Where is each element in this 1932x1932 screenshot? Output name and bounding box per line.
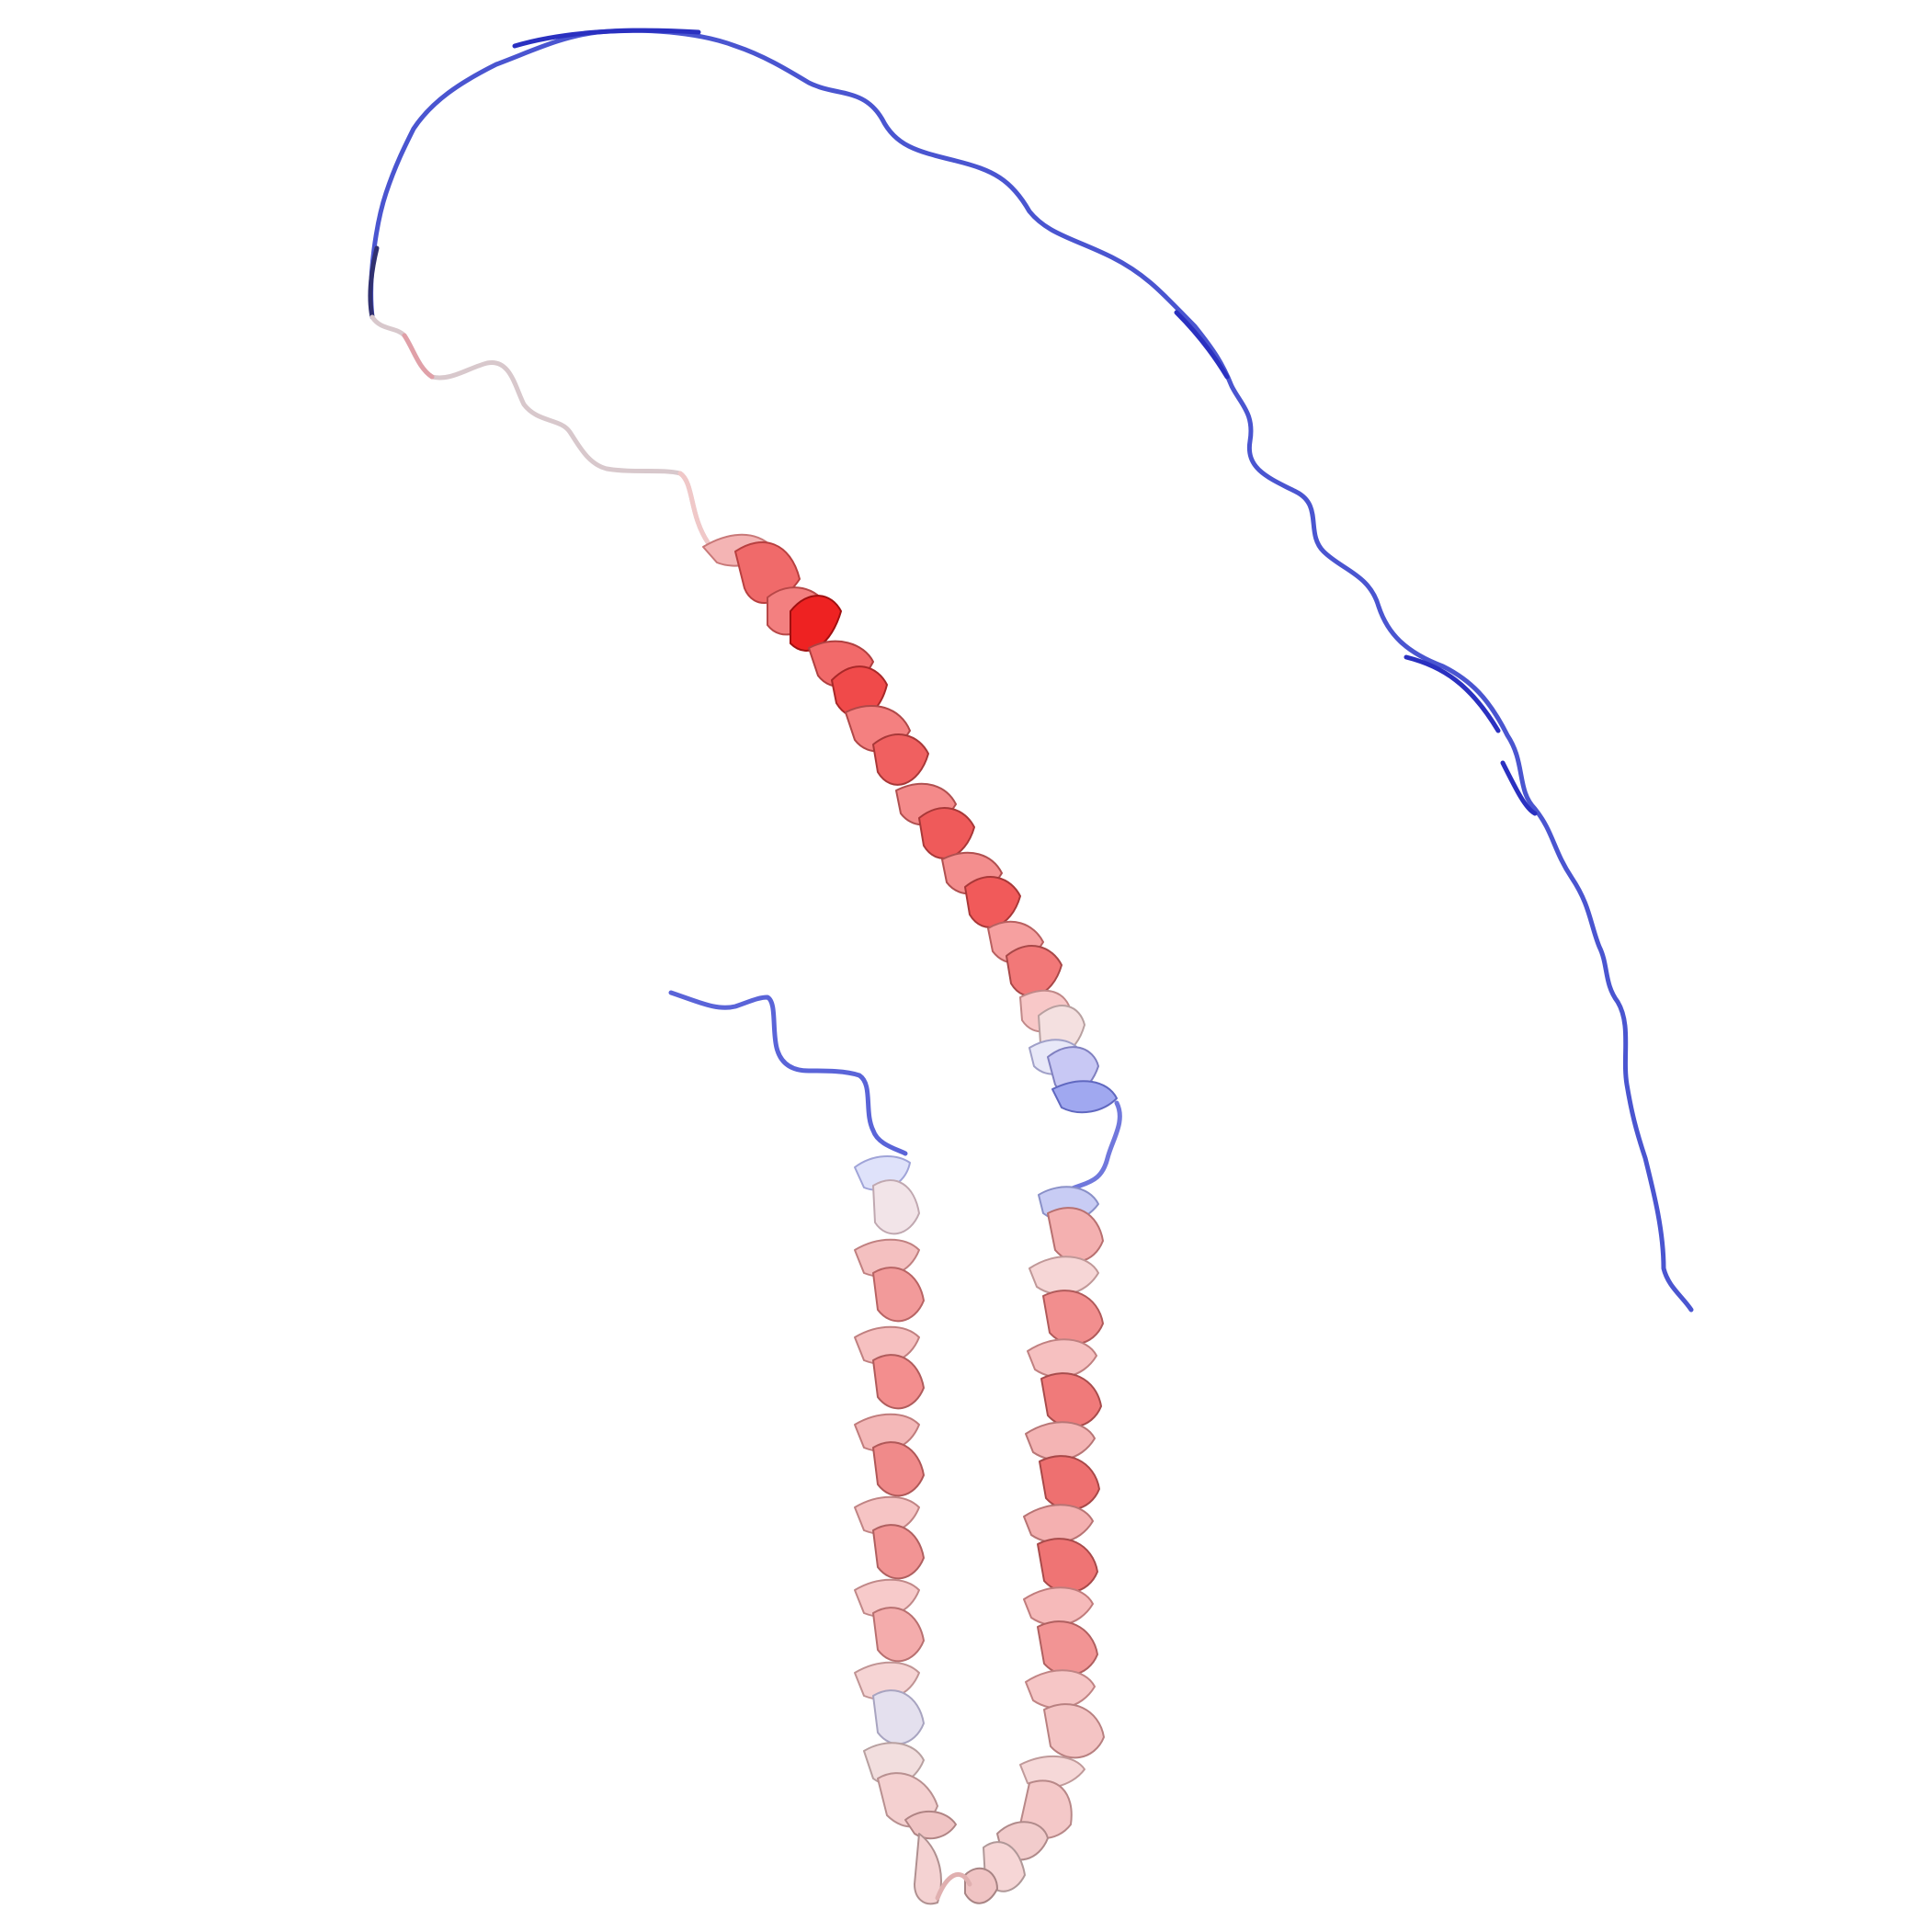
c-terminal-long-coil — [368, 28, 1694, 1313]
upper-loop-coil — [369, 314, 729, 559]
upper-red-helix — [702, 533, 1118, 1114]
bottom-turn — [935, 1871, 972, 1901]
n-terminal-coil — [668, 990, 908, 1156]
left-lower-helix — [854, 1155, 957, 1905]
right-lower-helix — [964, 1186, 1105, 1904]
